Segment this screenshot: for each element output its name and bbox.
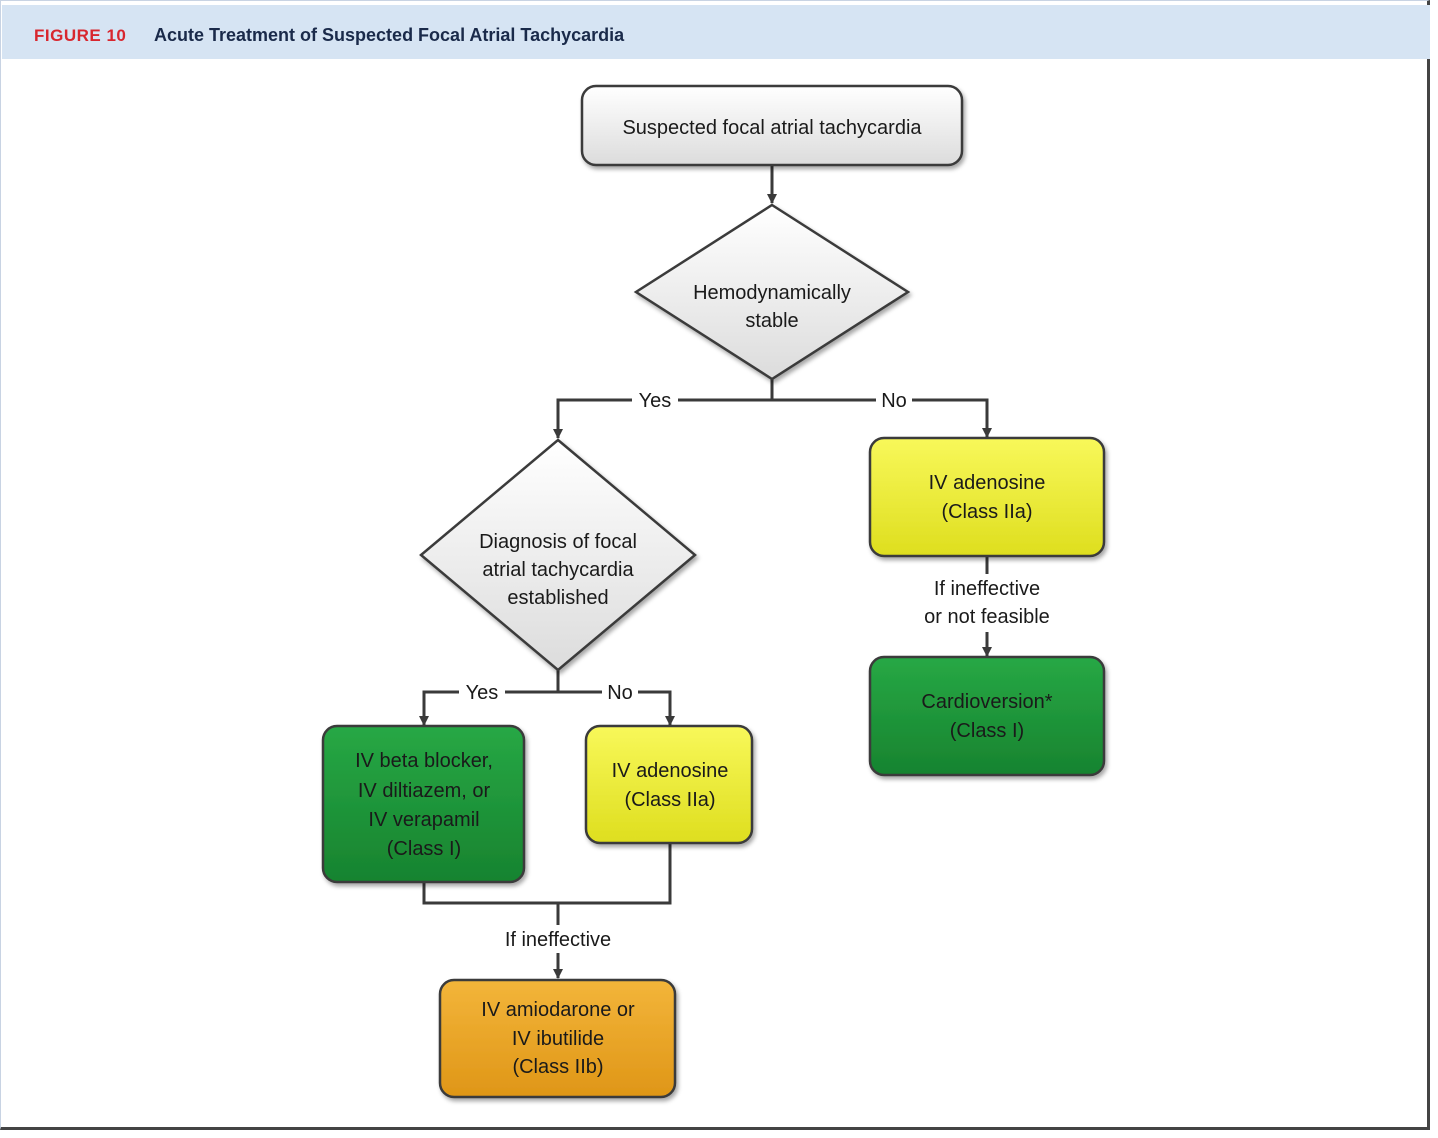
node-start-text: Suspected focal atrial tachycardia [622,117,922,139]
edge-merge [422,843,672,905]
node-amiodarone: IV amiodarone or IV ibutilide (Class IIb… [438,978,677,1099]
node-iv-adenosine-left-text-2: (Class IIa) [624,789,715,811]
node-cardioversion: Cardioversion* (Class I) [868,655,1106,777]
decision-hemo-stable: Hemodynamically stable [633,203,911,381]
edge-label-diag-yes: Yes [466,682,499,704]
edge-diag-no [558,690,675,726]
node-amiodarone-text-3: (Class IIb) [512,1056,603,1078]
edge-label-left-ineffective: If ineffective [505,929,611,951]
node-amiodarone-text-2: IV ibutilide [512,1028,604,1050]
node-beta-blocker-text-3: IV verapamil [368,809,479,831]
edge-label-hemo-no: No [881,390,907,412]
node-beta-blocker-text-2: IV diltiazem, or [358,780,491,802]
decision-diagnosis-text-3: established [507,587,608,609]
figure-title: Acute Treatment of Suspected Focal Atria… [154,25,625,45]
node-cardioversion-text-2: (Class I) [950,720,1024,742]
edge-label-right-ineffective-2: or not feasible [924,606,1050,628]
node-start: Suspected focal atrial tachycardia [580,84,964,167]
node-iv-adenosine-right-text-2: (Class IIa) [941,501,1032,523]
node-iv-adenosine-right: IV adenosine (Class IIa) [868,436,1106,558]
edge-label-right-ineffective-1: If ineffective [934,578,1040,600]
node-beta-blocker-text-4: (Class I) [387,838,461,860]
edge-label-hemo-yes: Yes [639,390,672,412]
decision-hemo-text-2: stable [745,310,798,332]
connectors [419,165,992,979]
decision-hemo-text-1: Hemodynamically [693,282,851,304]
edge-hemo-no [772,398,992,438]
node-iv-adenosine-left-text-1: IV adenosine [612,760,729,782]
node-amiodarone-text-1: IV amiodarone or [481,999,635,1021]
node-beta-blocker: IV beta blocker, IV diltiazem, or IV ver… [321,724,526,884]
decision-diagnosis: Diagnosis of focal atrial tachycardia es… [419,438,697,672]
figure-label: FIGURE 10 [34,26,127,45]
decision-diagnosis-text-1: Diagnosis of focal [479,531,637,553]
edge-label-diag-no: No [607,682,633,704]
edge-labels: Yes No If ineffective or not feasible Ye… [459,387,1068,953]
node-beta-blocker-text-1: IV beta blocker, [355,750,493,772]
node-cardioversion-text-1: Cardioversion* [921,691,1052,713]
figure-header: FIGURE 10 Acute Treatment of Suspected F… [2,5,1430,59]
decision-diagnosis-text-2: atrial tachycardia [482,559,634,581]
node-iv-adenosine-left: IV adenosine (Class IIa) [584,724,754,845]
node-iv-adenosine-right-text-1: IV adenosine [929,472,1046,494]
